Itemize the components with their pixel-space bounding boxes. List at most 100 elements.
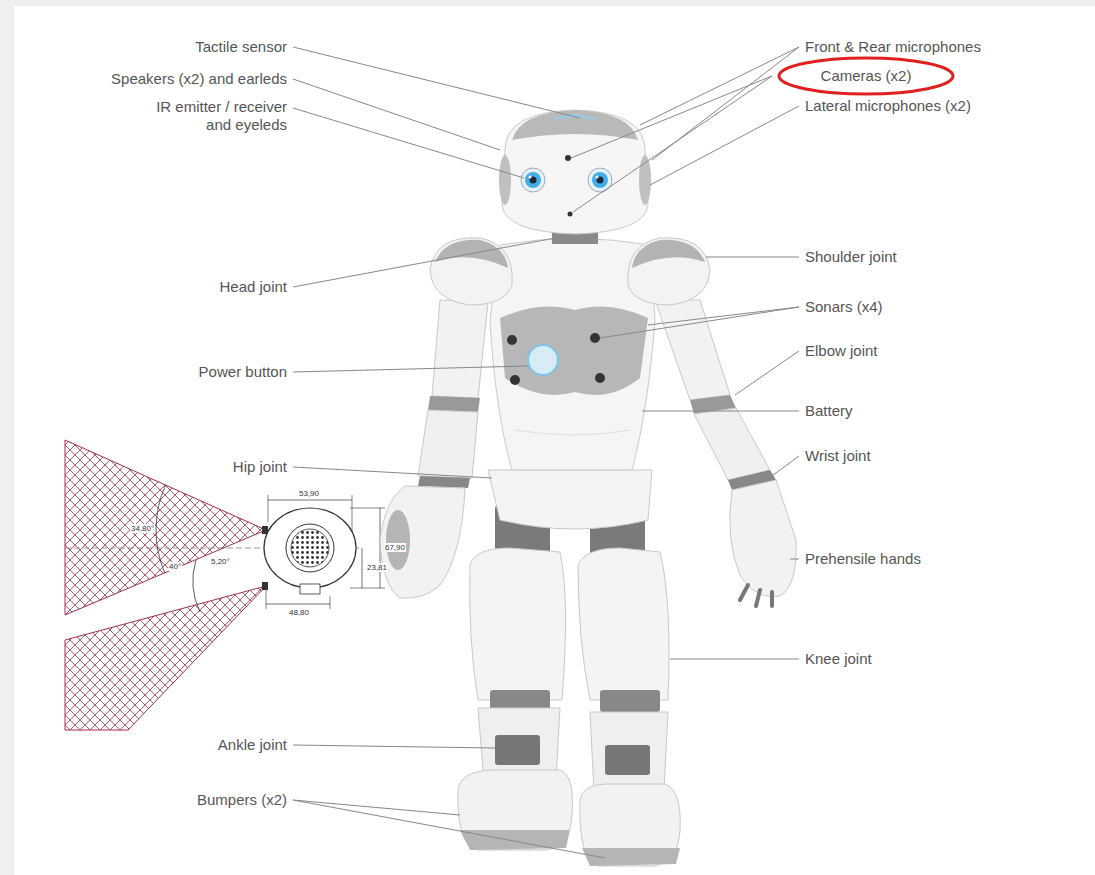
- robot-body: [512, 110, 638, 140]
- leader-lines: [571, 76, 772, 158]
- highlight-ellipse: Cameras (x2): [777, 56, 955, 96]
- camera-view-drawing: [268, 500, 352, 501]
- dimension-value: 48,80: [288, 608, 310, 617]
- robot-body: [530, 177, 537, 184]
- robot-body: [380, 486, 465, 598]
- camera-view-drawing: [156, 485, 166, 573]
- leader-lines: [670, 659, 799, 660]
- dimension-value: 23,81: [366, 563, 388, 572]
- robot-body: [694, 408, 770, 480]
- leader-lines: [293, 47, 799, 858]
- ellipse-outline: [779, 58, 953, 94]
- camera-view-drawing: [362, 548, 363, 588]
- dimension-value: 40°: [168, 562, 182, 571]
- robot-body: [628, 238, 710, 305]
- part-label: Sonars (x4): [805, 298, 883, 316]
- robot-body: [386, 510, 410, 570]
- part-label: Hip joint: [233, 458, 287, 476]
- leader-lines: [642, 411, 799, 412]
- robot-body: [632, 240, 705, 268]
- camera-view-drawing: [65, 586, 266, 730]
- part-label: Bumpers (x2): [197, 791, 287, 809]
- robot-body: [582, 848, 680, 866]
- robot-body: [510, 375, 520, 385]
- leader-lines: [293, 800, 460, 815]
- robot-body: [580, 784, 680, 866]
- robot-body: [432, 300, 488, 398]
- leader-lines: [293, 238, 555, 287]
- robot-body: [458, 770, 573, 850]
- robot-body: [600, 690, 660, 712]
- leader-lines: [640, 47, 799, 125]
- part-label: Head joint: [219, 278, 287, 296]
- robot-body: [565, 155, 571, 161]
- leader-lines: [735, 351, 799, 395]
- part-label: Front & Rear microphones: [805, 38, 981, 56]
- part-label: Speakers (x2) and earleds: [111, 70, 287, 88]
- robot-body: [590, 333, 600, 343]
- dimension-value: 5,20°: [210, 557, 231, 566]
- part-label: Knee joint: [805, 650, 872, 668]
- leader-lines: [293, 47, 580, 118]
- robot-body: [418, 410, 478, 478]
- part-label: Battery: [805, 402, 853, 420]
- leader-lines: [648, 307, 799, 325]
- part-label: Wrist joint: [805, 447, 871, 465]
- robot-body: [525, 172, 541, 188]
- part-label: Elbow joint: [805, 342, 878, 360]
- robot-body: [521, 168, 545, 192]
- robot-body: [596, 176, 599, 179]
- leader-lines: [293, 800, 605, 858]
- part-label: Shoulder joint: [805, 248, 897, 266]
- dimension-value: 34,80°: [130, 524, 155, 533]
- camera-view-drawing: [264, 508, 356, 588]
- robot-body: [568, 212, 573, 217]
- leader-lines: [293, 745, 495, 748]
- part-label: Cameras (x2): [821, 67, 912, 85]
- dimension-value: 67,90: [384, 543, 406, 552]
- robot-body: [590, 712, 668, 792]
- robot-body: [380, 110, 796, 866]
- robot-body: [730, 480, 796, 597]
- robot-body: [488, 470, 652, 529]
- robot-body: [597, 177, 604, 184]
- camera-view-drawing: [65, 440, 385, 730]
- leader-lines: [706, 257, 799, 258]
- part-label: Prehensile hands: [805, 550, 921, 568]
- dimension-value: 53,90: [298, 489, 320, 498]
- robot-body: [470, 548, 566, 700]
- camera-view-drawing: [268, 495, 269, 522]
- leader-lines: [790, 559, 799, 560]
- robot-body: [460, 830, 570, 850]
- robot-body: [490, 690, 550, 710]
- camera-view-drawing: [266, 590, 267, 609]
- robot-body: [528, 345, 558, 375]
- robot-body: [740, 585, 772, 606]
- part-label: Power button: [199, 363, 287, 381]
- robot-body: [655, 300, 730, 400]
- leader-lines: [650, 106, 799, 185]
- robot-body: [428, 396, 480, 412]
- robot-body: [529, 176, 532, 179]
- leader-lines: [600, 307, 799, 338]
- camera-view-drawing: [262, 526, 268, 534]
- robot-body: [507, 335, 517, 345]
- leader-lines: [293, 108, 524, 178]
- robot-body: [499, 155, 511, 205]
- robot-body: [500, 306, 648, 395]
- camera-view-drawing: [286, 524, 334, 572]
- part-label: Tactile sensor: [195, 38, 287, 56]
- part-label: Ankle joint: [218, 736, 287, 754]
- part-label: IR emitter / receiver and eyeleds: [135, 98, 287, 134]
- camera-view-drawing: [291, 529, 329, 567]
- camera-view-drawing: [350, 508, 385, 509]
- robot-body: [605, 745, 650, 775]
- leader-lines: [772, 456, 799, 476]
- robot-body: [578, 548, 669, 700]
- camera-view-drawing: [193, 560, 200, 612]
- robot-body: [595, 373, 605, 383]
